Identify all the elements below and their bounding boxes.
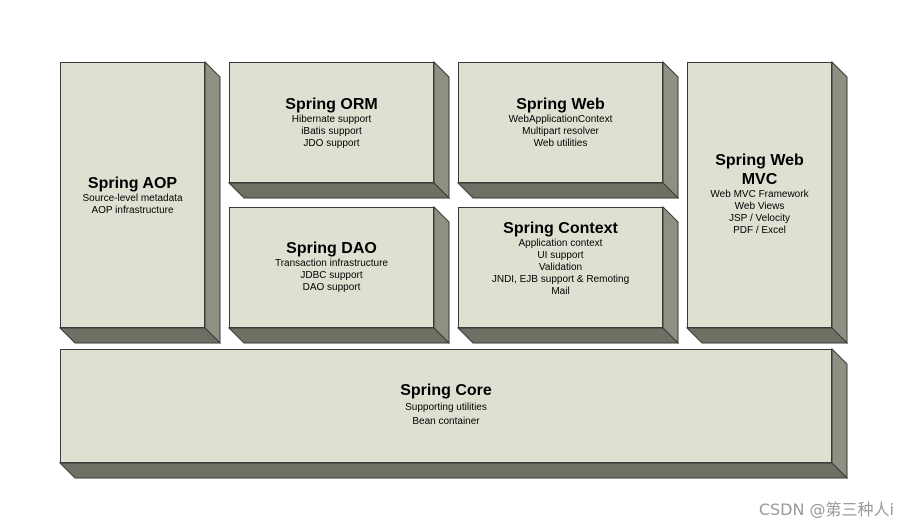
spring-webmvc-depth: [685, 60, 849, 345]
spring-context-depth: [456, 205, 680, 345]
spring-webmvc-item: Web Views: [734, 201, 785, 212]
spring-context-module: Spring Context Application context UI su…: [456, 205, 680, 345]
spring-dao-item: DAO support: [302, 282, 361, 293]
spring-context-item: UI support: [537, 250, 584, 261]
spring-web-module: Spring Web WebApplicationContext Multipa…: [456, 60, 680, 200]
spring-dao-module: Spring DAO Transaction infrastructure JD…: [227, 205, 451, 345]
spring-context-item: JNDI, EJB support & Remoting: [491, 274, 630, 285]
watermark-text: CSDN @第三种人i: [758, 500, 894, 519]
spring-orm-depth: [227, 60, 451, 200]
spring-webmvc-item: JSP / Velocity: [729, 213, 790, 224]
spring-context-item: Mail: [551, 286, 570, 297]
spring-webmvc-module: Spring Web MVC Web MVC Framework Web Vie…: [685, 60, 849, 345]
spring-core-title: Spring Core: [400, 382, 492, 399]
spring-aop-item: AOP infrastructure: [91, 205, 174, 216]
spring-web-title: Spring Web: [516, 96, 605, 113]
spring-dao-item: JDBC support: [300, 270, 363, 281]
spring-orm-title: Spring ORM: [285, 96, 378, 113]
spring-webmvc-item: Web MVC Framework: [710, 189, 809, 200]
spring-context-title: Spring Context: [503, 220, 618, 237]
spring-core-item: Supporting utilities: [405, 402, 487, 413]
spring-context-item: Application context: [518, 238, 603, 249]
spring-context-item: Validation: [538, 262, 583, 273]
spring-dao-depth: [227, 205, 451, 345]
spring-webmvc-item: PDF / Excel: [733, 225, 786, 236]
spring-dao-item: Transaction infrastructure: [274, 258, 388, 269]
spring-orm-module: Spring ORM Hibernate support iBatis supp…: [227, 60, 451, 200]
spring-aop-title: Spring AOP: [87, 175, 178, 192]
spring-dao-title: Spring DAO: [286, 240, 377, 257]
spring-aop-module: Spring AOP Source-level metadata AOP inf…: [58, 60, 222, 345]
spring-orm-item: JDO support: [303, 138, 360, 149]
spring-aop-item: Source-level metadata: [82, 193, 183, 204]
spring-aop-depth: [58, 60, 222, 345]
spring-core-item: Bean container: [412, 416, 480, 427]
spring-web-item: Web utilities: [533, 138, 588, 149]
spring-webmvc-title: MVC: [741, 171, 778, 188]
spring-core-module: Spring Core Supporting utilities Bean co…: [58, 347, 849, 480]
spring-web-item: WebApplicationContext: [508, 114, 613, 125]
spring-orm-item: iBatis support: [301, 126, 362, 137]
spring-core-depth: [58, 347, 849, 480]
spring-web-depth: [456, 60, 680, 200]
spring-web-item: Multipart resolver: [522, 126, 599, 137]
spring-webmvc-title: Spring Web: [715, 152, 804, 169]
spring-orm-item: Hibernate support: [291, 114, 372, 125]
